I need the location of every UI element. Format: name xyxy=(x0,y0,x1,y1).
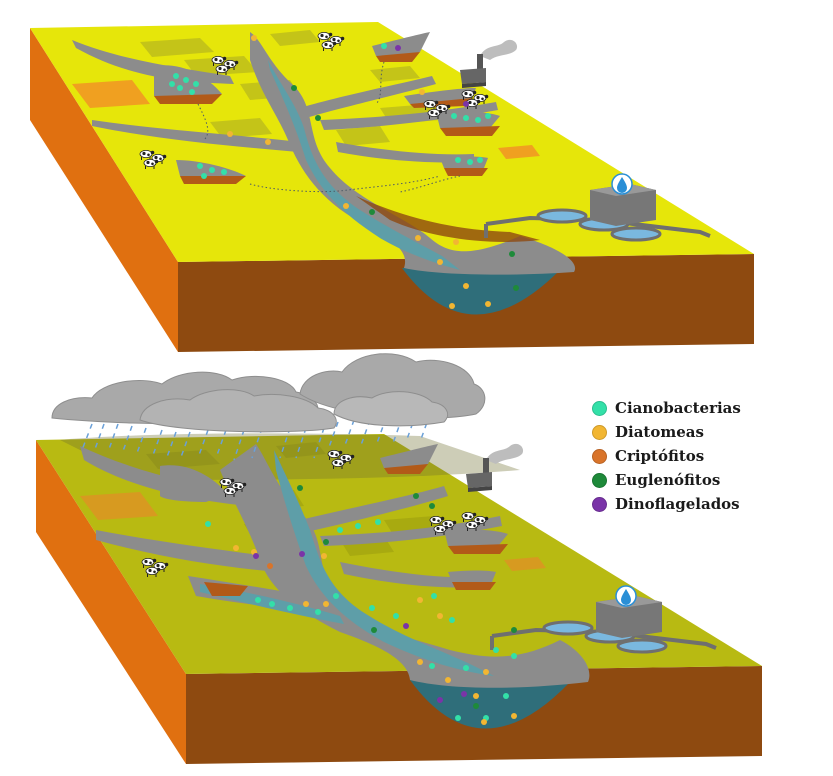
ponds xyxy=(154,32,500,184)
rain-icon xyxy=(81,413,431,461)
soil-left-side xyxy=(36,440,186,764)
dry-season-block xyxy=(30,22,754,352)
water-drop-icon xyxy=(621,589,631,605)
ponds xyxy=(160,444,508,596)
river-bank xyxy=(356,196,540,242)
legend-item-diatomeas: Diatomeas xyxy=(592,420,822,444)
water-treatment-plant-icon xyxy=(484,173,711,242)
water-treatment-plant-icon xyxy=(490,585,717,654)
river-water xyxy=(274,450,494,676)
factory-icon xyxy=(460,39,518,88)
phytoplankton-dots-rain xyxy=(205,485,517,725)
euglenofitos-color-swatch xyxy=(592,472,607,488)
legend-label: Criptófitos xyxy=(615,447,705,465)
dotted-paths xyxy=(197,61,461,193)
legend-label: Dinoflagelados xyxy=(615,495,740,513)
cianobacterias-color-swatch xyxy=(592,400,607,416)
factory-icon xyxy=(466,443,524,492)
water-drop-icon xyxy=(617,177,627,193)
soil-left-side xyxy=(30,28,178,352)
orange-field xyxy=(498,145,540,159)
legend-item-euglenofitos: Euglenófitos xyxy=(592,468,822,492)
phytoplankton-dots-dry xyxy=(169,35,519,309)
legend-item-cianobacterias: Cianobacterias xyxy=(592,396,822,420)
cloud-icon xyxy=(51,353,486,433)
reservoir-basin xyxy=(402,268,560,315)
legend-label: Euglenófitos xyxy=(615,471,721,489)
dinoflagelados-color-swatch xyxy=(592,496,607,512)
orange-field xyxy=(72,80,150,108)
diatomeas-color-swatch xyxy=(592,424,607,440)
reservoir-basin xyxy=(410,680,570,729)
legend-item-dinoflagelados: Dinoflagelados xyxy=(592,492,822,516)
rainy-season-block xyxy=(36,433,762,764)
legend-label: Diatomeas xyxy=(615,423,704,441)
criptofitos-color-swatch xyxy=(592,448,607,464)
legend: Cianobacterias Diatomeas Criptófitos Eug… xyxy=(592,396,822,516)
orange-field xyxy=(80,492,158,520)
orange-field xyxy=(504,557,546,571)
legend-item-criptofitos: Criptófitos xyxy=(592,444,822,468)
legend-label: Cianobacterias xyxy=(615,399,741,417)
